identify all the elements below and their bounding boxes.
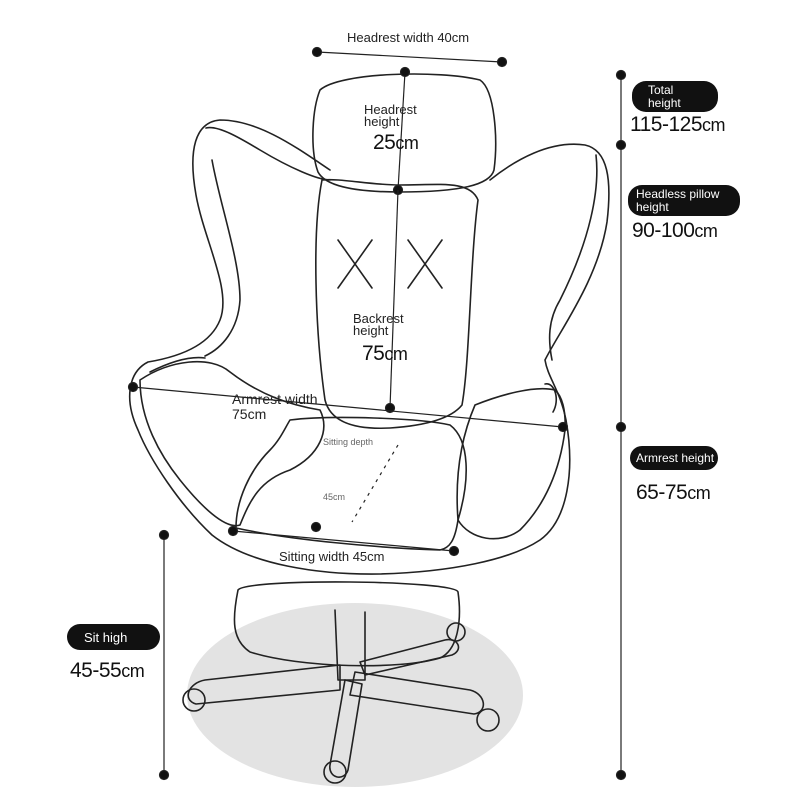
headrest-height-value: 25cm — [373, 131, 419, 154]
total-height-pill: Total height — [632, 81, 718, 113]
chair-base — [182, 609, 500, 784]
armrest-height-value: 65-75cm — [636, 481, 711, 504]
footrest — [233, 581, 461, 667]
backrest-height-label: Backrest height — [353, 311, 404, 338]
headrest-height-label: Headrest height — [364, 102, 417, 129]
sitting-depth-value: 45cm — [323, 492, 346, 502]
chair-shell — [128, 119, 610, 575]
headrest-pillow — [312, 73, 497, 193]
sitting-depth-label: Sitting depth — [323, 437, 374, 447]
sitting-width-label: Sitting width 45cm — [279, 549, 385, 564]
headless-height-pill: Headless pillow height — [628, 185, 740, 217]
sit-high-value: 45-55cm — [70, 659, 145, 682]
headless-height-value: 90-100cm — [632, 219, 718, 242]
backrest-height-value: 75cm — [362, 342, 408, 365]
armrest-width-label: Armrest width 75cm — [232, 391, 318, 422]
sit-high-pill: Sit high — [67, 624, 160, 650]
left-armrest — [139, 360, 325, 527]
headrest-width-label: Headrest width 40cm — [347, 30, 470, 45]
backrest-cushion — [315, 178, 479, 430]
armrest-height-pill: Armrest height — [630, 446, 718, 470]
total-height-value: 115-125cm — [630, 113, 726, 136]
right-armrest — [456, 387, 566, 540]
